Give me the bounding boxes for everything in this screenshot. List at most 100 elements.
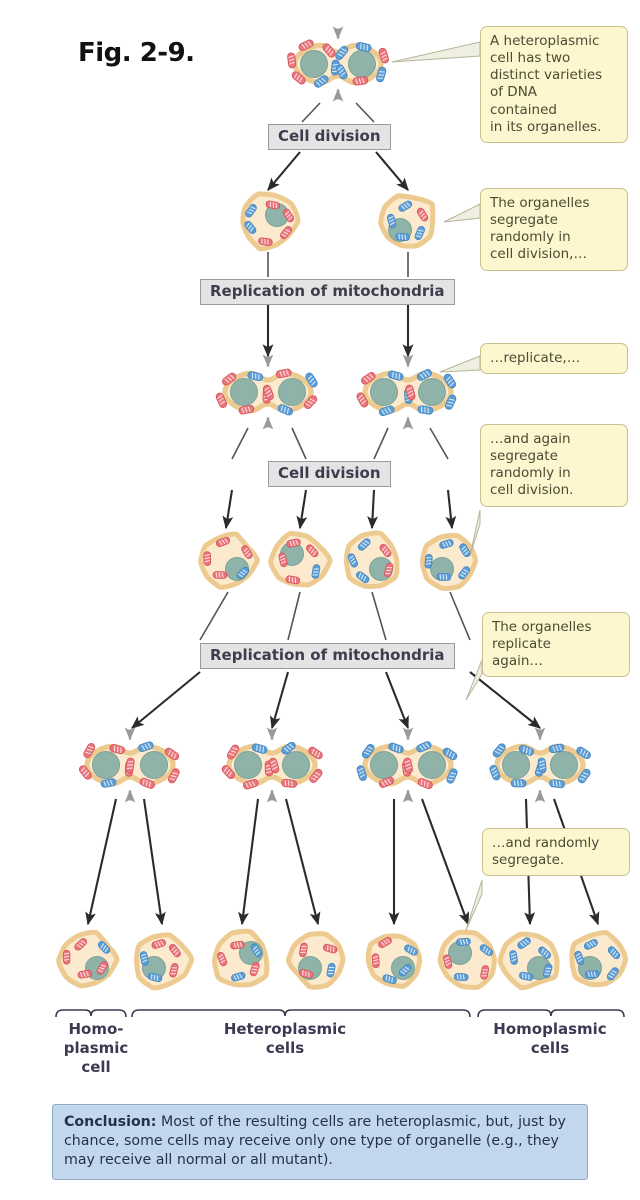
process-label-replication-2: Replication of mitochondria <box>200 643 455 669</box>
cell <box>240 191 301 252</box>
mitochondrion-blue <box>607 946 621 960</box>
mitochondrion-blue <box>386 213 397 229</box>
mitochondrion-blue <box>518 744 535 756</box>
mitochondrion-red <box>308 746 323 760</box>
cell <box>437 929 497 990</box>
nucleus <box>502 751 530 779</box>
cell <box>268 530 333 588</box>
mitochondrion-blue <box>231 971 246 982</box>
mitochondrion-blue <box>311 564 321 579</box>
mitochondrion-red <box>249 961 260 977</box>
division-arrow <box>375 151 409 191</box>
cell <box>365 933 423 989</box>
mitochondrion-blue <box>416 741 432 753</box>
mitochondrion-red <box>96 961 108 975</box>
mitochondrion-red <box>241 545 253 559</box>
mitochondrion-blue <box>404 944 418 956</box>
mitochondrion-red <box>167 768 180 784</box>
mitochondrion-red <box>403 757 413 774</box>
mitochondrion-blue <box>281 741 296 755</box>
mitochondrion-blue <box>517 937 531 949</box>
cell <box>78 727 180 803</box>
mitochondrion-blue <box>245 203 257 218</box>
mitochondrion-red <box>151 939 166 949</box>
cell <box>569 930 629 988</box>
bracket-heteroplasmic-cells <box>131 1009 471 1018</box>
mitochondrion-blue <box>356 765 367 781</box>
mitochondrion-blue <box>459 543 471 558</box>
mitochondrion-blue <box>606 967 619 981</box>
mitochondrion-blue <box>277 404 294 416</box>
mitochondrion-blue <box>479 944 494 956</box>
bracket-homoplasmic-cell <box>55 1009 127 1018</box>
mitochondrion-blue <box>314 75 329 88</box>
mitochondrion-blue <box>236 566 250 580</box>
nucleus <box>92 751 120 779</box>
mitochondrion-red <box>371 953 380 969</box>
connector-line <box>355 102 375 123</box>
connector-line <box>371 591 387 641</box>
nucleus <box>550 751 578 779</box>
replication-arrow <box>269 671 290 730</box>
mitochondrion-blue <box>395 232 411 241</box>
arrows-layer <box>85 102 600 926</box>
connector-line <box>449 591 471 641</box>
mitochondrion-blue <box>456 937 471 946</box>
mitochondrion-red <box>305 544 319 558</box>
replication-arrow <box>385 671 409 730</box>
mitochondrion-red <box>83 743 96 758</box>
mitochondrion-blue <box>247 371 264 382</box>
mitochondrion-red <box>62 949 71 965</box>
mitochondrion-red <box>298 39 314 51</box>
mitochondrion-blue <box>509 950 518 965</box>
brackets-layer <box>55 1009 625 1018</box>
division-arrow <box>267 151 301 191</box>
cell <box>378 193 436 249</box>
mitochondrion-red <box>480 965 490 980</box>
mitochondrion-blue <box>398 963 412 977</box>
mitochondrion-blue <box>357 538 371 551</box>
conclusion-box: Conclusion: Most of the resulting cells … <box>52 1104 588 1180</box>
mitochondrion-blue <box>378 405 395 417</box>
mitochondrion-red <box>378 47 390 64</box>
mitochondrion-red <box>77 969 93 979</box>
mitochondrion-blue <box>446 768 458 784</box>
mitochondrion-blue <box>416 369 432 381</box>
mitochondrion-red <box>405 384 416 401</box>
mitochondrion-blue <box>442 747 458 761</box>
connector-line <box>199 591 229 641</box>
mitochondrion-red <box>109 744 126 755</box>
mitochondrion-blue <box>355 41 372 52</box>
callout-replicate-again: The organelles replicate again… <box>482 612 630 678</box>
mitochondrion-red <box>168 943 181 958</box>
nucleus <box>370 378 398 406</box>
conclusion-text: Most of the resulting cells are heteropl… <box>64 1114 566 1168</box>
mitochondrion-red <box>356 392 369 408</box>
cell <box>489 727 591 803</box>
cell <box>344 530 400 589</box>
connector-line <box>291 427 307 460</box>
mitochondrion-red <box>258 237 273 246</box>
mitochondrion-red <box>299 969 314 979</box>
mitochondrion-red <box>417 778 433 790</box>
figure-title: Fig. 2-9. <box>78 38 195 68</box>
nucleus <box>418 378 446 406</box>
mitochondrion-blue <box>417 405 434 415</box>
mitochondrion-red <box>361 372 376 385</box>
nucleus <box>300 50 328 78</box>
mitochondrion-blue <box>424 553 433 569</box>
cell <box>211 928 270 988</box>
division-arrow <box>367 489 379 530</box>
cell <box>56 929 120 989</box>
mitochondrion-red <box>299 942 308 958</box>
mitochondrion-red <box>281 778 298 788</box>
mitochondrion-red <box>238 404 255 415</box>
mitochondrion-red <box>230 940 245 950</box>
mitochondrion-blue <box>251 743 268 754</box>
callout-randomly-segregate: …and randomly segregate. <box>482 828 630 877</box>
mitochondrion-red <box>383 562 394 578</box>
cell <box>356 727 458 803</box>
mitochondrion-blue <box>250 943 262 958</box>
mitochondrion-red <box>74 938 88 951</box>
